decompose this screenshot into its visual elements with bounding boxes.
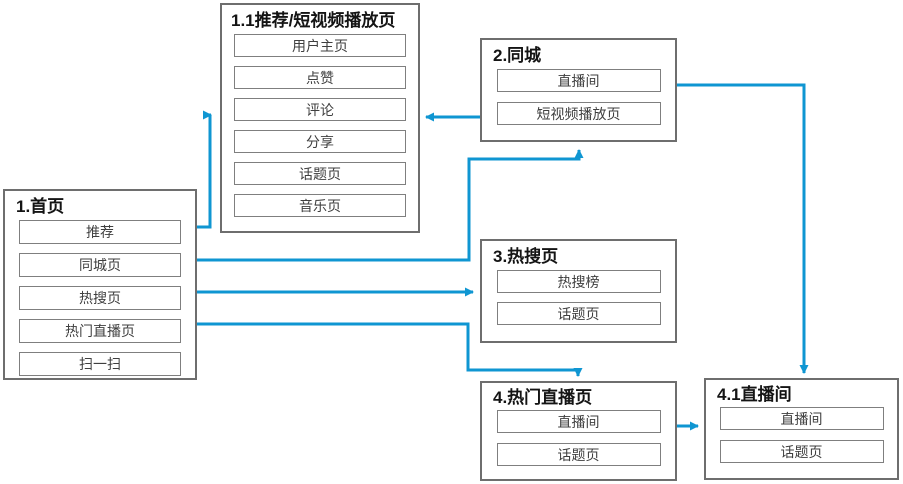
- node-live-room-title: 4.1直播间: [717, 385, 792, 404]
- item-topic-page[interactable]: 话题页: [496, 442, 661, 466]
- item-live-room[interactable]: 直播间: [496, 409, 661, 433]
- item-hot-search-page[interactable]: 热搜页: [19, 285, 181, 310]
- item-hot-live-page[interactable]: 热门直播页: [19, 318, 181, 343]
- item-recommend[interactable]: 推荐: [19, 219, 181, 244]
- node-recommend-player[interactable]: 1.1推荐/短视频播放页 用户主页 点赞 评论 分享 话题页 音乐页: [220, 3, 420, 233]
- item-comment[interactable]: 评论: [234, 97, 406, 121]
- item-topic-page[interactable]: 话题页: [234, 161, 406, 185]
- node-hot-live[interactable]: 4.热门直播页 直播间 话题页: [480, 381, 677, 481]
- item-short-video-player[interactable]: 短视频播放页: [496, 101, 661, 125]
- node-recommend-player-title: 1.1推荐/短视频播放页: [231, 11, 396, 30]
- item-local-city-page[interactable]: 同城页: [19, 252, 181, 277]
- item-live-room[interactable]: 直播间: [496, 68, 661, 92]
- item-live-room[interactable]: 直播间: [719, 406, 884, 430]
- node-hot-search[interactable]: 3.热搜页 热搜榜 话题页: [480, 239, 677, 343]
- item-music-page[interactable]: 音乐页: [234, 193, 406, 217]
- node-home-title: 1.首页: [16, 197, 65, 216]
- item-share[interactable]: 分享: [234, 129, 406, 153]
- node-live-room[interactable]: 4.1直播间 直播间 话题页: [704, 378, 899, 480]
- item-user-profile[interactable]: 用户主页: [234, 33, 406, 57]
- node-hot-live-title: 4.热门直播页: [493, 388, 593, 407]
- node-hot-search-title: 3.热搜页: [493, 247, 559, 266]
- node-local[interactable]: 2.同城 直播间 短视频播放页: [480, 38, 677, 142]
- connector-local-liveroom-to-liveroom: [660, 83, 809, 374]
- node-home[interactable]: 1.首页 推荐 同城页 热搜页 热门直播页 扫一扫: [3, 189, 197, 380]
- item-topic-page[interactable]: 话题页: [719, 439, 884, 463]
- item-scan[interactable]: 扫一扫: [19, 351, 181, 376]
- node-local-title: 2.同城: [493, 46, 542, 65]
- item-topic-page[interactable]: 话题页: [496, 301, 661, 325]
- item-like[interactable]: 点赞: [234, 65, 406, 89]
- item-hot-search-list[interactable]: 热搜榜: [496, 269, 661, 293]
